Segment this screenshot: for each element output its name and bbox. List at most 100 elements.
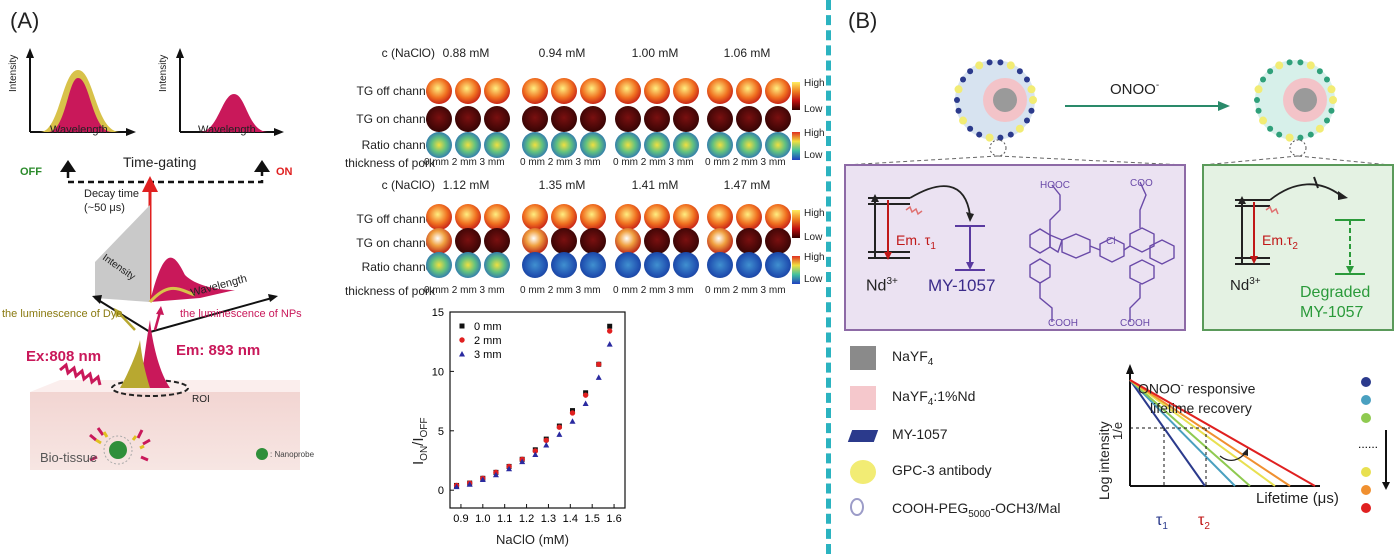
conc-label: 0.94 mM xyxy=(538,46,586,60)
x-tick-label: 1.0 xyxy=(475,513,490,525)
em-tau1-label: Em. τ1 xyxy=(896,232,936,252)
row-label: TG off channel xyxy=(356,84,436,98)
image-tile xyxy=(426,228,452,254)
image-tile xyxy=(707,106,733,132)
surface-molecule xyxy=(960,76,967,83)
legend-label: 2 mm xyxy=(474,335,502,347)
inv-e-label: 1/e xyxy=(1110,421,1125,440)
surface-molecule xyxy=(1267,68,1274,75)
surface-molecule xyxy=(1259,116,1268,125)
conc-label: 1.06 mM xyxy=(723,46,771,60)
tau1-label: τ1 xyxy=(1156,512,1168,533)
image-tile xyxy=(765,252,791,278)
data-point xyxy=(543,437,549,443)
roi-label: ROI xyxy=(192,394,210,405)
surface-molecule xyxy=(959,116,968,125)
image-tile xyxy=(644,132,670,158)
lifetime-color-dot xyxy=(1361,377,1371,387)
image-tile xyxy=(484,106,510,132)
surface-molecule xyxy=(1307,131,1314,138)
surface-molecule xyxy=(967,68,974,75)
lifetime-color-dot xyxy=(1361,467,1371,477)
image-tile xyxy=(455,78,481,104)
thickness-values: 0 mm 2 mm 3 mm xyxy=(424,285,505,296)
chart-x-label: NaClO (mM) xyxy=(496,532,569,547)
row-label: TG on channel xyxy=(356,236,435,250)
thickness-values: 0 mm 2 mm 3 mm xyxy=(613,157,694,168)
legend-swatch xyxy=(850,498,864,516)
image-tile xyxy=(765,106,791,132)
conc-label: 1.41 mM xyxy=(631,178,679,192)
legend-swatch xyxy=(850,460,876,484)
conc-label: 0.88 mM xyxy=(442,46,490,60)
image-tile xyxy=(426,78,452,104)
thickness-values: 0 mm 2 mm 3 mm xyxy=(520,285,601,296)
surface-molecule xyxy=(1329,96,1337,104)
thickness-label: thickness of pork xyxy=(344,284,435,298)
surface-molecule xyxy=(954,97,960,103)
image-tile xyxy=(580,132,606,158)
thickness-values: 0 mm 2 mm 3 mm xyxy=(424,157,505,168)
y-tick-label: 10 xyxy=(432,366,444,378)
chart-y-label: ION/IOFF xyxy=(410,417,430,465)
high-label: High xyxy=(804,208,825,219)
image-tile xyxy=(551,252,577,278)
surface-molecule xyxy=(1323,117,1330,124)
surface-molecule xyxy=(955,107,962,114)
surface-molecule xyxy=(997,59,1004,66)
data-point xyxy=(453,483,460,490)
legend-label: COOH-PEG5000-OCH3/Mal xyxy=(892,500,1061,520)
nanoprobe-label: : Nanoprobe xyxy=(270,450,315,459)
panel-a-label: (A) xyxy=(10,8,40,33)
surface-molecule xyxy=(1015,124,1024,133)
surface-molecule xyxy=(1276,131,1283,138)
surface-molecule xyxy=(1285,133,1294,142)
cooh-label: COOH xyxy=(1048,318,1078,329)
surface-molecule xyxy=(985,133,994,142)
image-tile xyxy=(673,204,699,230)
lifetime-color-dot xyxy=(1361,503,1371,513)
image-tile xyxy=(765,132,791,158)
data-point xyxy=(532,448,539,454)
legend-label: 3 mm xyxy=(474,349,502,361)
image-tile xyxy=(455,132,481,158)
spectrum-y-label: Intensity xyxy=(8,54,19,92)
data-point xyxy=(556,431,563,437)
surface-molecule xyxy=(986,59,993,66)
legend-swatch xyxy=(850,346,876,370)
surface-molecule xyxy=(1327,85,1336,94)
x-tick-label: 1.2 xyxy=(519,513,534,525)
decay-time-label: Decay time xyxy=(84,188,140,200)
image-tile xyxy=(736,78,762,104)
y-tick-label: 5 xyxy=(438,426,444,438)
image-tile xyxy=(644,252,670,278)
image-tile xyxy=(426,204,452,230)
colorbar-tg xyxy=(792,210,800,238)
row-label: TG on channel xyxy=(356,112,435,126)
row-label: TG off channel xyxy=(356,212,436,226)
thickness-values: 0 mm 2 mm 3 mm xyxy=(705,285,786,296)
onoo-arrow-label: ONOO- xyxy=(1110,80,1160,98)
legend-label: 0 mm xyxy=(474,321,502,333)
surface-molecule xyxy=(1023,117,1030,124)
image-tile xyxy=(455,106,481,132)
degraded-label-2: MY-1057 xyxy=(1300,304,1364,321)
data-point xyxy=(543,442,550,448)
colorbar-ratio xyxy=(792,132,800,160)
image-tile xyxy=(673,106,699,132)
legend-label: NaYF4:1%Nd xyxy=(892,388,976,408)
off-label: OFF xyxy=(20,166,42,178)
low-label: Low xyxy=(804,274,823,285)
coo-label: COO xyxy=(1130,178,1153,189)
legend-label: GPC-3 antibody xyxy=(892,462,992,478)
chart-points xyxy=(453,323,613,490)
image-tile xyxy=(522,228,548,254)
conc-label: 1.12 mM xyxy=(442,178,490,192)
image-tile xyxy=(707,252,733,278)
legend-marker xyxy=(459,337,465,343)
image-tile xyxy=(455,252,481,278)
image-tile xyxy=(615,78,641,104)
image-tile xyxy=(673,252,699,278)
